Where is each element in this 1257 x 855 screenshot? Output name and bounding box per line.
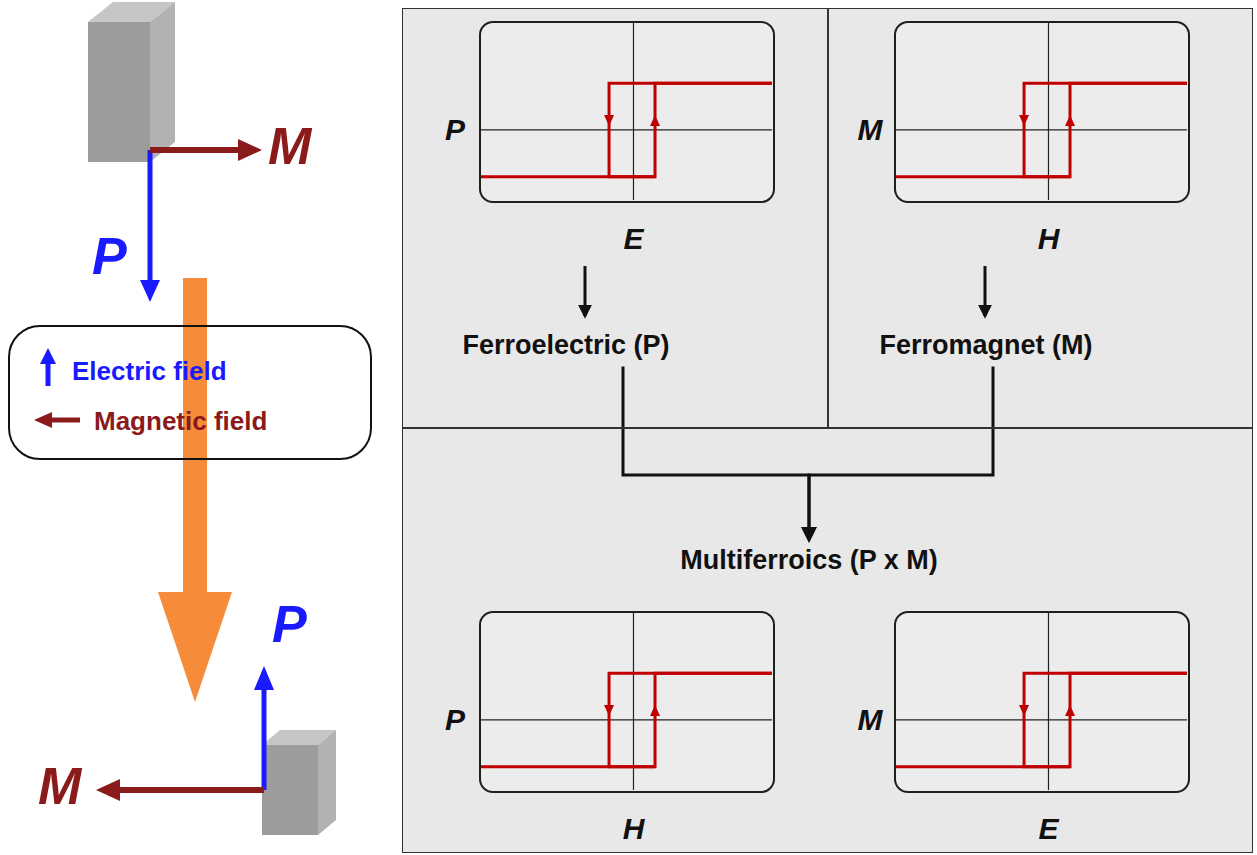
hysteresis-plot: PE	[479, 21, 775, 203]
polarization-arrow	[148, 150, 153, 282]
axis-label: M	[858, 703, 883, 738]
loop-arrow	[1065, 115, 1075, 126]
magnetic-field-arrow	[50, 418, 80, 423]
plot-axes	[896, 23, 1187, 200]
hysteresis-loop	[896, 673, 1187, 766]
hysteresis-plot: PH	[479, 611, 775, 793]
loop-arrow	[650, 115, 660, 126]
x-axis	[896, 129, 1187, 130]
crystal-cube	[262, 730, 336, 835]
cube-front	[262, 745, 318, 835]
x-axis	[896, 719, 1187, 720]
polarization-arrow	[262, 688, 267, 790]
loop-arrow	[1019, 705, 1029, 716]
y-axis	[1048, 23, 1049, 200]
loop-arrow	[1065, 705, 1075, 716]
node-label: Electric field	[72, 357, 227, 387]
hysteresis-loop	[481, 83, 772, 176]
hysteresis-loop	[896, 83, 1187, 176]
down-arrow	[984, 266, 987, 316]
cube-front	[88, 22, 150, 162]
node-label: Magnetic field	[94, 407, 267, 437]
electric-field-arrow	[46, 362, 51, 386]
cube-side	[318, 730, 336, 835]
hysteresis-loop	[609, 673, 772, 766]
plot-axes	[481, 613, 772, 790]
y-axis	[633, 613, 634, 790]
cube-side	[150, 2, 175, 162]
transition-arrow	[158, 278, 232, 702]
node-label: Multiferroics (P x M)	[680, 545, 938, 576]
hysteresis-loop	[1024, 83, 1187, 176]
multiferroics-panel: Multiferroics (P x M)PHME	[402, 428, 1253, 853]
magnetization-label: M	[38, 758, 81, 815]
ferroelectric-panel: Ferroelectric (P)PE	[402, 8, 828, 428]
panel-ground	[402, 8, 828, 428]
polarization-arrow-head	[254, 666, 274, 690]
crystal-cube	[88, 2, 175, 162]
magnetization-arrow	[150, 147, 240, 153]
plot-axes	[896, 613, 1187, 790]
magnetization-arrow	[118, 787, 264, 793]
panel-ground	[402, 428, 1253, 853]
hysteresis-loop	[481, 673, 772, 766]
axis-label: H	[1038, 222, 1060, 257]
axis-label: H	[623, 812, 645, 847]
magnetic-field-arrow-head	[34, 412, 52, 428]
electric-field-arrow-head	[40, 348, 56, 364]
axis-label: M	[858, 113, 883, 148]
magnetization-label: M	[268, 118, 311, 175]
polarization-label: P	[272, 596, 307, 653]
x-axis	[481, 129, 772, 130]
loop-arrow	[604, 705, 614, 716]
node-label: Ferromagnet (M)	[879, 330, 1092, 361]
axis-label: E	[623, 222, 643, 257]
loop-arrow	[604, 115, 614, 126]
polarization-arrow-head	[140, 280, 160, 302]
node-label: Ferroelectric (P)	[462, 330, 669, 361]
plot-axes	[481, 23, 772, 200]
loop-arrow	[1019, 115, 1029, 126]
magnetization-arrow-head	[238, 139, 262, 161]
magnetization-arrow-head	[96, 779, 120, 801]
merge-connector	[809, 367, 993, 540]
hysteresis-plot: ME	[894, 611, 1190, 793]
axis-label: P	[445, 113, 465, 148]
polarization-label: P	[92, 228, 127, 285]
y-axis	[633, 23, 634, 200]
x-axis	[481, 719, 772, 720]
merge-connector	[623, 367, 809, 540]
field-box: Electric fieldMagnetic field	[8, 325, 372, 460]
panel-ground	[828, 8, 1253, 428]
hysteresis-plot: MH	[894, 21, 1190, 203]
hysteresis-loop	[1024, 673, 1187, 766]
y-axis	[1048, 613, 1049, 790]
loop-arrow	[650, 705, 660, 716]
down-arrow	[584, 266, 587, 316]
ferromagnet-panel: Ferromagnet (M)MH	[828, 8, 1253, 428]
axis-label: E	[1038, 812, 1058, 847]
hysteresis-loop	[609, 83, 772, 176]
axis-label: P	[445, 703, 465, 738]
